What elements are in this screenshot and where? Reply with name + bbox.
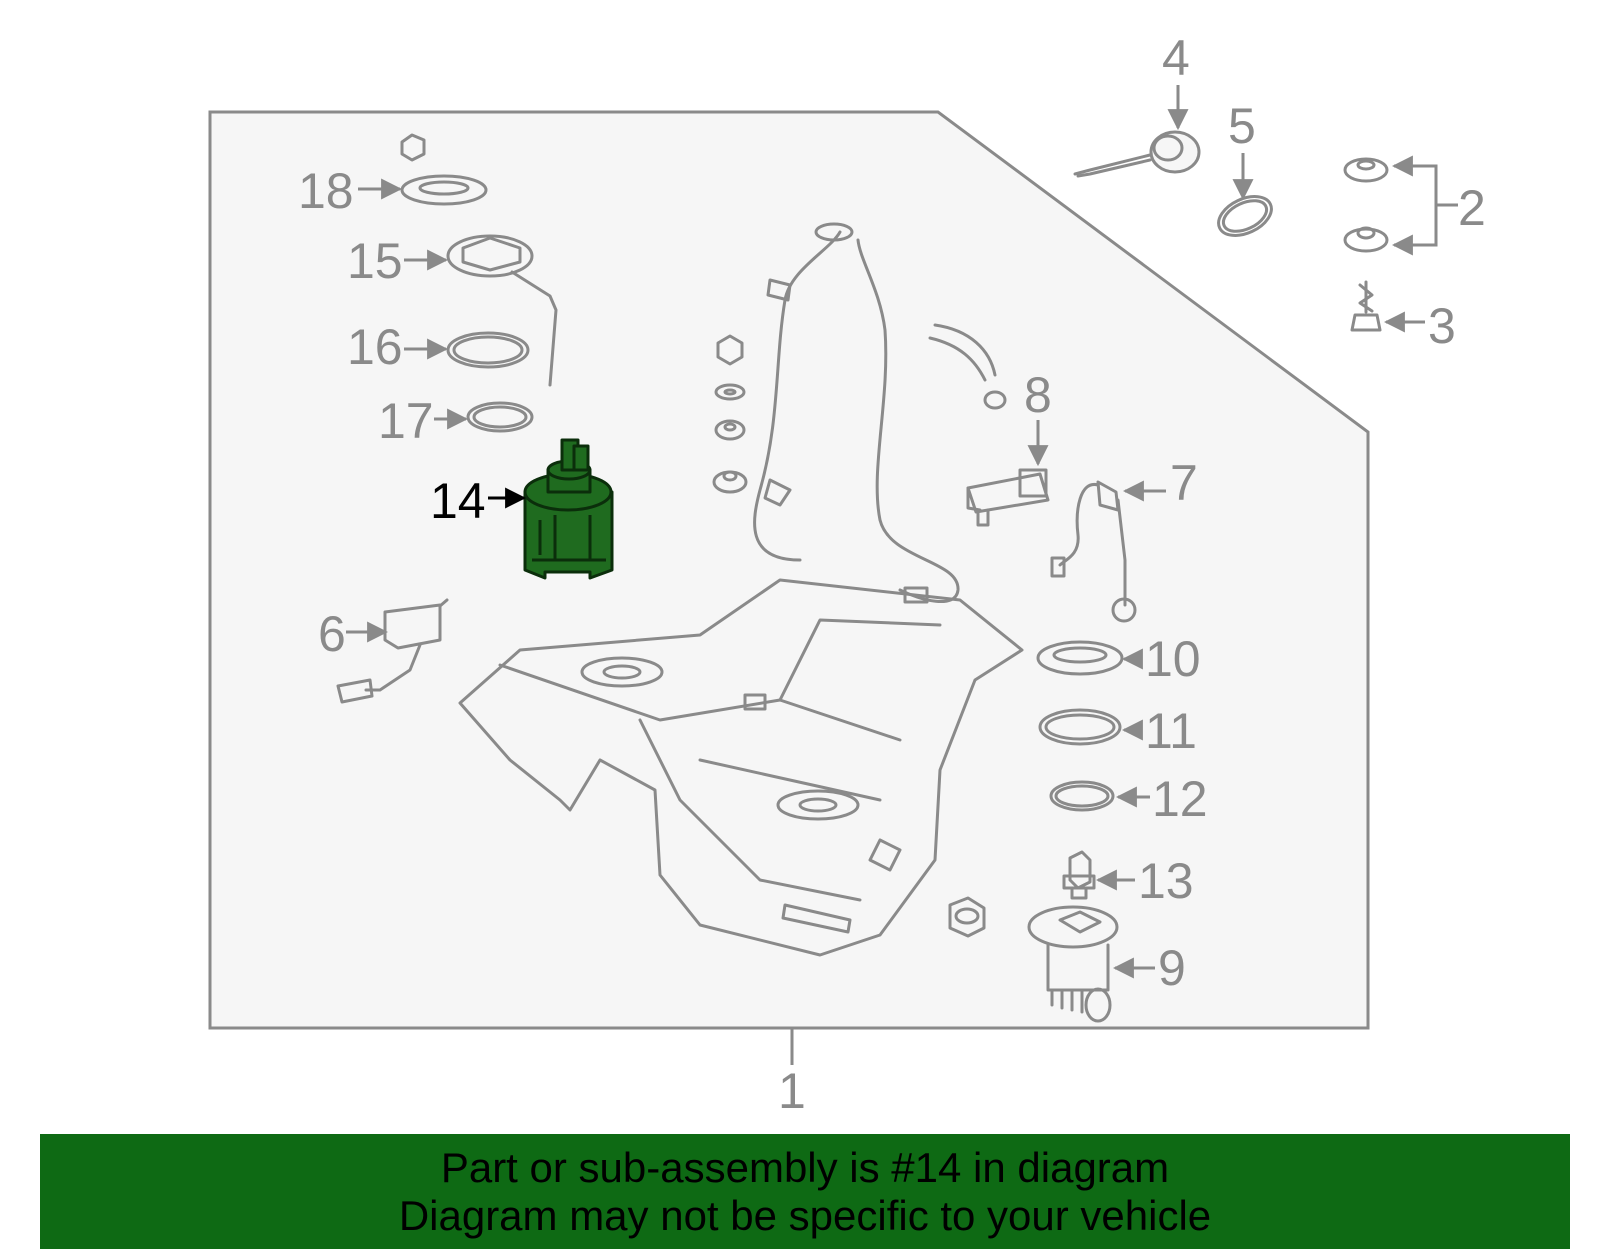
part-16: 16 xyxy=(347,319,530,375)
callout-8: 8 xyxy=(1024,367,1052,423)
callout-7: 7 xyxy=(1170,455,1198,511)
callout-1: 1 xyxy=(778,1063,806,1119)
part-13: 13 xyxy=(1062,850,1194,909)
callout-15: 15 xyxy=(347,233,403,289)
vent-hose xyxy=(928,323,1007,410)
part-8: 8 xyxy=(966,367,1052,527)
part-18: 18 xyxy=(298,133,488,219)
part-17: 17 xyxy=(378,393,534,449)
info-banner: Part or sub-assembly is #14 in diagram D… xyxy=(40,1134,1570,1249)
callout-17: 17 xyxy=(378,393,434,449)
callout-6: 6 xyxy=(318,606,346,662)
part-6: 6 xyxy=(318,598,449,704)
drain-nut xyxy=(948,896,986,938)
part-10: 10 xyxy=(1036,631,1201,687)
part-12: 12 xyxy=(1049,771,1208,827)
assembly-boundary xyxy=(208,110,1370,1030)
callout-18: 18 xyxy=(298,163,354,219)
parts-diagram: 18 15 16 17 14 xyxy=(208,30,1486,1119)
callout-11: 11 xyxy=(1145,703,1197,759)
callout-4: 4 xyxy=(1162,30,1190,86)
callout-2: 2 xyxy=(1458,180,1486,236)
fuel-tank xyxy=(458,578,1024,957)
center-fasteners xyxy=(712,334,748,494)
callout-5: 5 xyxy=(1228,98,1256,154)
part-5: 5 xyxy=(1217,98,1273,237)
part-15: 15 xyxy=(347,233,558,387)
part-4: 4 xyxy=(1073,30,1201,178)
callout-3: 3 xyxy=(1428,298,1456,354)
callout-13: 13 xyxy=(1138,853,1194,909)
part-11: 11 xyxy=(1038,703,1197,759)
part-9: 9 xyxy=(1027,905,1186,1023)
filler-neck xyxy=(753,222,960,604)
callout-10: 10 xyxy=(1145,631,1201,687)
callout-12: 12 xyxy=(1152,771,1208,827)
callout-16: 16 xyxy=(347,319,403,375)
banner-line-2: Diagram may not be specific to your vehi… xyxy=(398,1192,1212,1239)
callout-14: 14 xyxy=(430,473,486,529)
part-7: 7 xyxy=(1050,455,1198,623)
part-2: 2 xyxy=(1343,155,1486,256)
part-14-highlighted: 14 xyxy=(430,438,614,580)
part-3: 3 xyxy=(1350,280,1456,354)
callout-9: 9 xyxy=(1158,940,1186,996)
banner-line-1: Part or sub-assembly is #14 in diagram xyxy=(440,1144,1170,1191)
